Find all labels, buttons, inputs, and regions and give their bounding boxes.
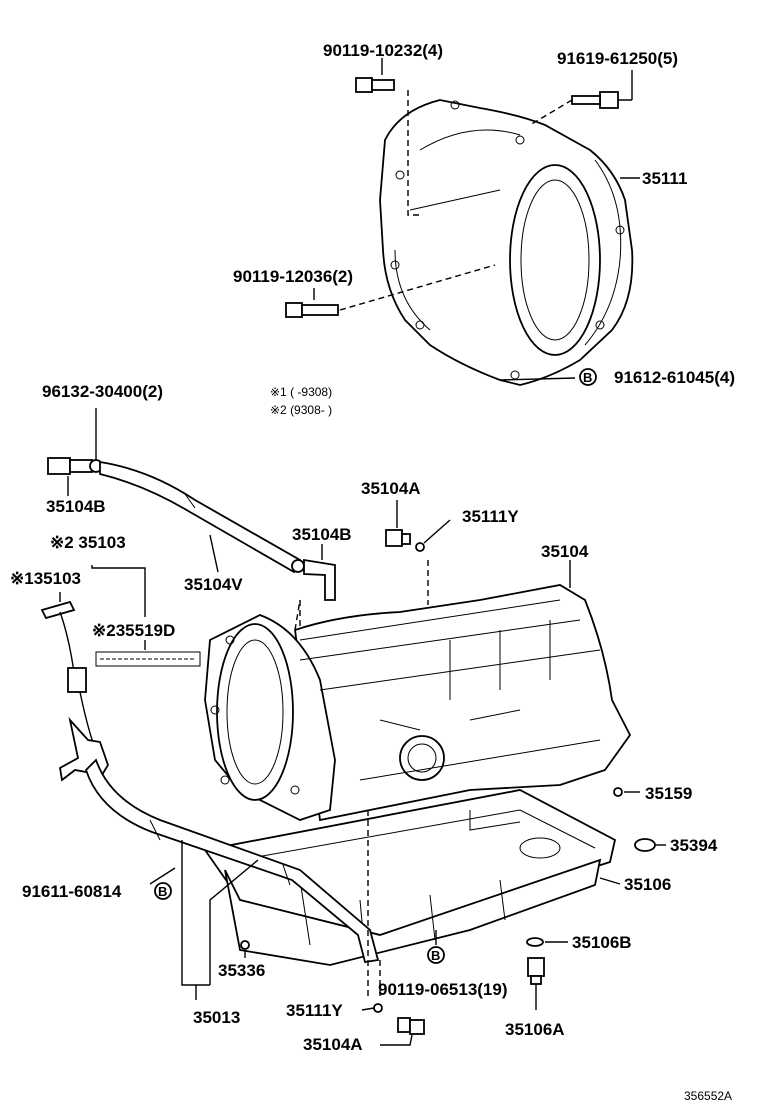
leader-91619-61250 <box>618 70 633 101</box>
leader-35111y-top <box>423 519 451 544</box>
b-marker-90119-06513: B <box>427 946 445 964</box>
label-90119-10232: 90119-10232(4) <box>323 41 443 60</box>
svg-text:B: B <box>158 884 167 899</box>
label-35104a-top: 35104A <box>361 479 421 498</box>
label-35106: 35106 <box>624 875 671 894</box>
bolt-90119-12036 <box>285 302 339 318</box>
gasket-35111y-bottom <box>373 1003 383 1013</box>
label-35106b: 35106B <box>572 933 632 952</box>
label-35336: 35336 <box>218 961 265 980</box>
gasket-35336 <box>240 940 250 950</box>
leader-35104a-bottom <box>380 1034 413 1046</box>
label-35111: 35111 <box>642 169 687 188</box>
oil-pan-35106 <box>203 789 617 966</box>
b-marker-91612: B <box>579 368 597 386</box>
gasket-35106b <box>526 937 544 947</box>
label-35111y-bottom: 35111Y <box>286 1001 343 1020</box>
svg-text:B: B <box>431 948 440 963</box>
note-2: ※2 (9308- ) <box>270 403 332 417</box>
leader-35111y-bottom <box>361 1007 375 1011</box>
label-35104b-b: 35104B <box>292 525 352 544</box>
note-1: ※1 ( -9308) <box>270 385 332 399</box>
dash-35104b-case <box>294 599 301 631</box>
label-35106a: 35106A <box>505 1020 565 1039</box>
label-96132-30400: 96132-30400(2) <box>42 382 163 401</box>
b-marker-91611-60814: B <box>154 882 172 900</box>
leader-35104v <box>209 534 219 573</box>
label-35013: 35013 <box>193 1008 240 1027</box>
figure-id: 356552A <box>684 1089 732 1103</box>
label-35104v: 35104V <box>184 575 243 594</box>
filler-tube-35013 <box>59 716 380 964</box>
label-35104a-bottom: 35104A <box>303 1035 363 1054</box>
label-91611-60814: 91611-60814 <box>22 882 122 901</box>
plug-35104a-bottom <box>397 1017 425 1035</box>
bell-housing-35111 <box>379 99 634 386</box>
bracket-35103-2 <box>91 565 146 617</box>
transmission-case-35104 <box>204 584 632 822</box>
label-35159: 35159 <box>645 784 692 803</box>
leader-91612-61045 <box>499 377 576 381</box>
label-35111y-top: 35111Y <box>462 507 519 526</box>
bracket-35013 <box>181 840 259 986</box>
leader-90119-12036 <box>339 264 496 311</box>
svg-text:B: B <box>583 370 592 385</box>
label-35103-2: ※2 35103 <box>50 533 126 552</box>
label-35104: 35104 <box>541 542 589 561</box>
bolt-90119-10232 <box>355 77 395 93</box>
breather-hose-35104v <box>47 457 336 601</box>
drain-plug-35106a <box>527 957 545 985</box>
label-91619-61250: 91619-61250(5) <box>557 49 678 68</box>
leader-35106 <box>599 877 621 885</box>
label-91612-61045: 91612-61045(4) <box>614 368 735 387</box>
dipstick-35103 <box>40 600 101 761</box>
leader-91611-60814 <box>149 867 176 885</box>
label-35394: 35394 <box>670 836 718 855</box>
bolt-91619-61250 <box>571 91 619 109</box>
leader-90119-10232 <box>407 90 420 216</box>
plug-35104a-top <box>385 529 411 547</box>
label-35103-1: ※135103 <box>10 569 81 588</box>
label-90119-06513: 90119-06513(19) <box>378 980 508 999</box>
label-35519d: ※235519D <box>92 621 175 640</box>
label-plate-35519d <box>95 651 201 667</box>
gasket-35111y-top <box>415 542 425 552</box>
label-35104b-a: 35104B <box>46 497 106 516</box>
part-35394 <box>634 838 656 852</box>
leader-91619-61250-dash <box>529 99 573 126</box>
label-90119-12036: 90119-12036(2) <box>233 267 353 286</box>
part-35159 <box>613 787 623 797</box>
